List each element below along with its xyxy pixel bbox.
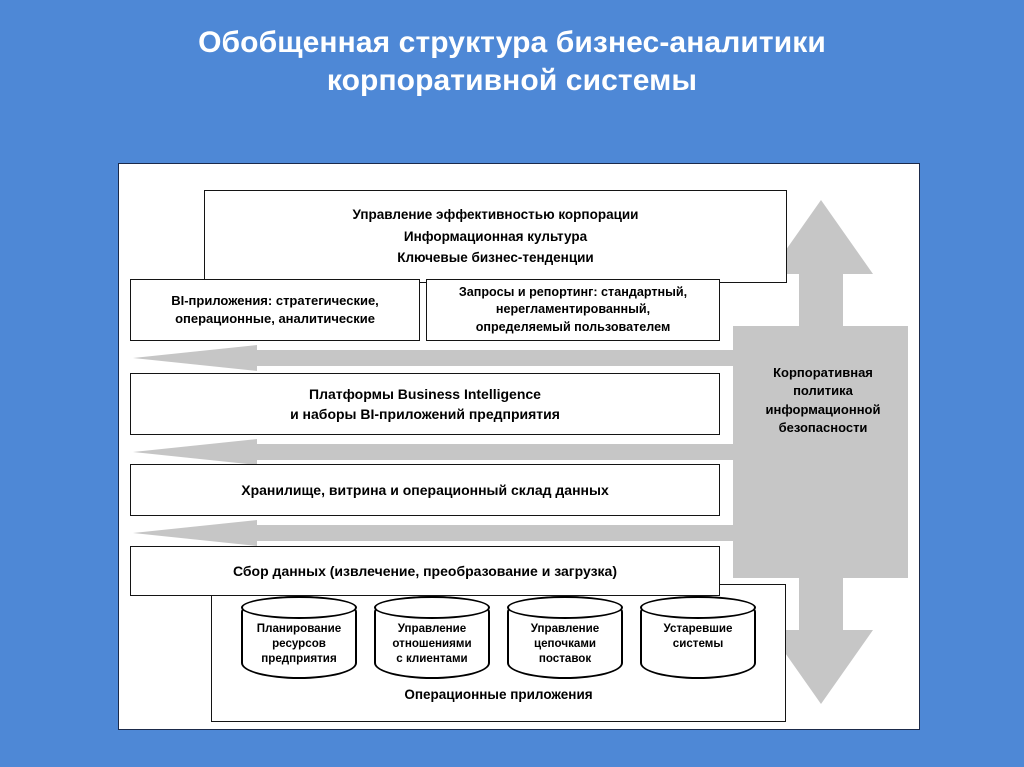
page-title-line-1: Обобщенная структура бизнес-аналитики bbox=[198, 26, 826, 59]
etl-line-1: Сбор данных (извлечение, преобразование … bbox=[232, 563, 617, 579]
crm-line-2: отношениями bbox=[392, 636, 472, 650]
security-line-1: Корпоративная bbox=[773, 365, 873, 380]
platforms-line-1: Платформы Business Intelligence bbox=[309, 385, 541, 402]
security-policy-label: Корпоративная политика информационной бе… bbox=[739, 364, 907, 438]
erp-line-2: ресурсов bbox=[272, 636, 326, 650]
queries-line-3: определяемый пользователем bbox=[475, 319, 671, 334]
crm-line-3: с клиентами bbox=[396, 651, 468, 665]
box-data-collection-etl: Сбор данных (извлечение, преобразование … bbox=[130, 546, 720, 596]
security-line-4: безопасности bbox=[778, 420, 868, 436]
page-title: Обобщенная структура бизнес-аналитики ко… bbox=[60, 24, 964, 101]
legacy-line-2: системы bbox=[672, 636, 724, 650]
erp-line-1: Планирование bbox=[256, 622, 342, 635]
box-performance-management: Управление эффективностью корпорации Инф… bbox=[204, 190, 787, 283]
cylinder-top-icon bbox=[374, 596, 490, 619]
warehouse-line-1: Хранилище, витрина и операционный склад … bbox=[241, 482, 609, 498]
cylinder-erp: Планирование ресурсов предприятия bbox=[241, 596, 357, 679]
cylinder-erp-label: Планирование ресурсов предприятия bbox=[241, 622, 357, 666]
operational-applications-caption: Операционные приложения bbox=[404, 687, 593, 702]
performance-line-2: Информационная культура bbox=[403, 228, 588, 244]
bi-apps-line-2: операционные, аналитические bbox=[175, 311, 375, 326]
cylinder-crm: Управление отношениями с клиентами bbox=[374, 596, 490, 679]
page-title-line-2: корпоративной системы bbox=[326, 64, 698, 98]
cylinder-row: Планирование ресурсов предприятия Управл… bbox=[225, 596, 772, 679]
security-line-2: политика bbox=[793, 383, 853, 399]
diagram-panel: Корпоративная политика информационной бе… bbox=[118, 163, 920, 730]
performance-line-1: Управление эффективностью корпорации bbox=[352, 207, 639, 223]
cylinder-top-icon bbox=[640, 596, 756, 619]
box-bi-applications: BI-приложения: стратегические, операцион… bbox=[130, 279, 420, 341]
performance-line-3: Ключевые бизнес-тенденции bbox=[397, 250, 594, 266]
box-operational-applications: Планирование ресурсов предприятия Управл… bbox=[211, 584, 786, 722]
cylinder-legacy: Устаревшие системы bbox=[640, 596, 756, 679]
scm-line-1: Управление bbox=[530, 622, 600, 635]
cylinder-top-icon bbox=[507, 596, 623, 619]
flow-arrow-left-3-icon bbox=[133, 520, 753, 546]
cylinder-scm: Управление цепочками поставок bbox=[507, 596, 623, 679]
bi-apps-line-1: BI-приложения: стратегические, bbox=[171, 292, 379, 308]
legacy-line-1: Устаревшие bbox=[663, 622, 733, 635]
box-bi-platforms: Платформы Business Intelligence и наборы… bbox=[130, 373, 720, 435]
cylinder-legacy-label: Устаревшие системы bbox=[640, 622, 756, 652]
queries-line-2: нерегламентированный, bbox=[495, 302, 651, 317]
scm-line-2: цепочками bbox=[533, 636, 597, 650]
platforms-line-2: и наборы BI-приложений предприятия bbox=[290, 406, 560, 422]
erp-line-3: предприятия bbox=[261, 651, 337, 665]
flow-arrow-left-2-icon bbox=[133, 439, 753, 465]
scm-line-3: поставок bbox=[538, 651, 592, 665]
crm-line-1: Управление bbox=[397, 622, 467, 635]
flow-arrow-left-1-icon bbox=[133, 345, 753, 371]
cylinder-scm-label: Управление цепочками поставок bbox=[507, 622, 623, 666]
security-line-3: информационной bbox=[765, 401, 881, 417]
box-data-warehouse: Хранилище, витрина и операционный склад … bbox=[130, 464, 720, 516]
cylinder-crm-label: Управление отношениями с клиентами bbox=[374, 622, 490, 666]
cylinder-top-icon bbox=[241, 596, 357, 619]
security-double-arrow-icon bbox=[733, 196, 908, 708]
queries-line-1: Запросы и репортинг: стандартный, bbox=[458, 284, 688, 299]
box-queries-reporting: Запросы и репортинг: стандартный, нерегл… bbox=[426, 279, 720, 341]
